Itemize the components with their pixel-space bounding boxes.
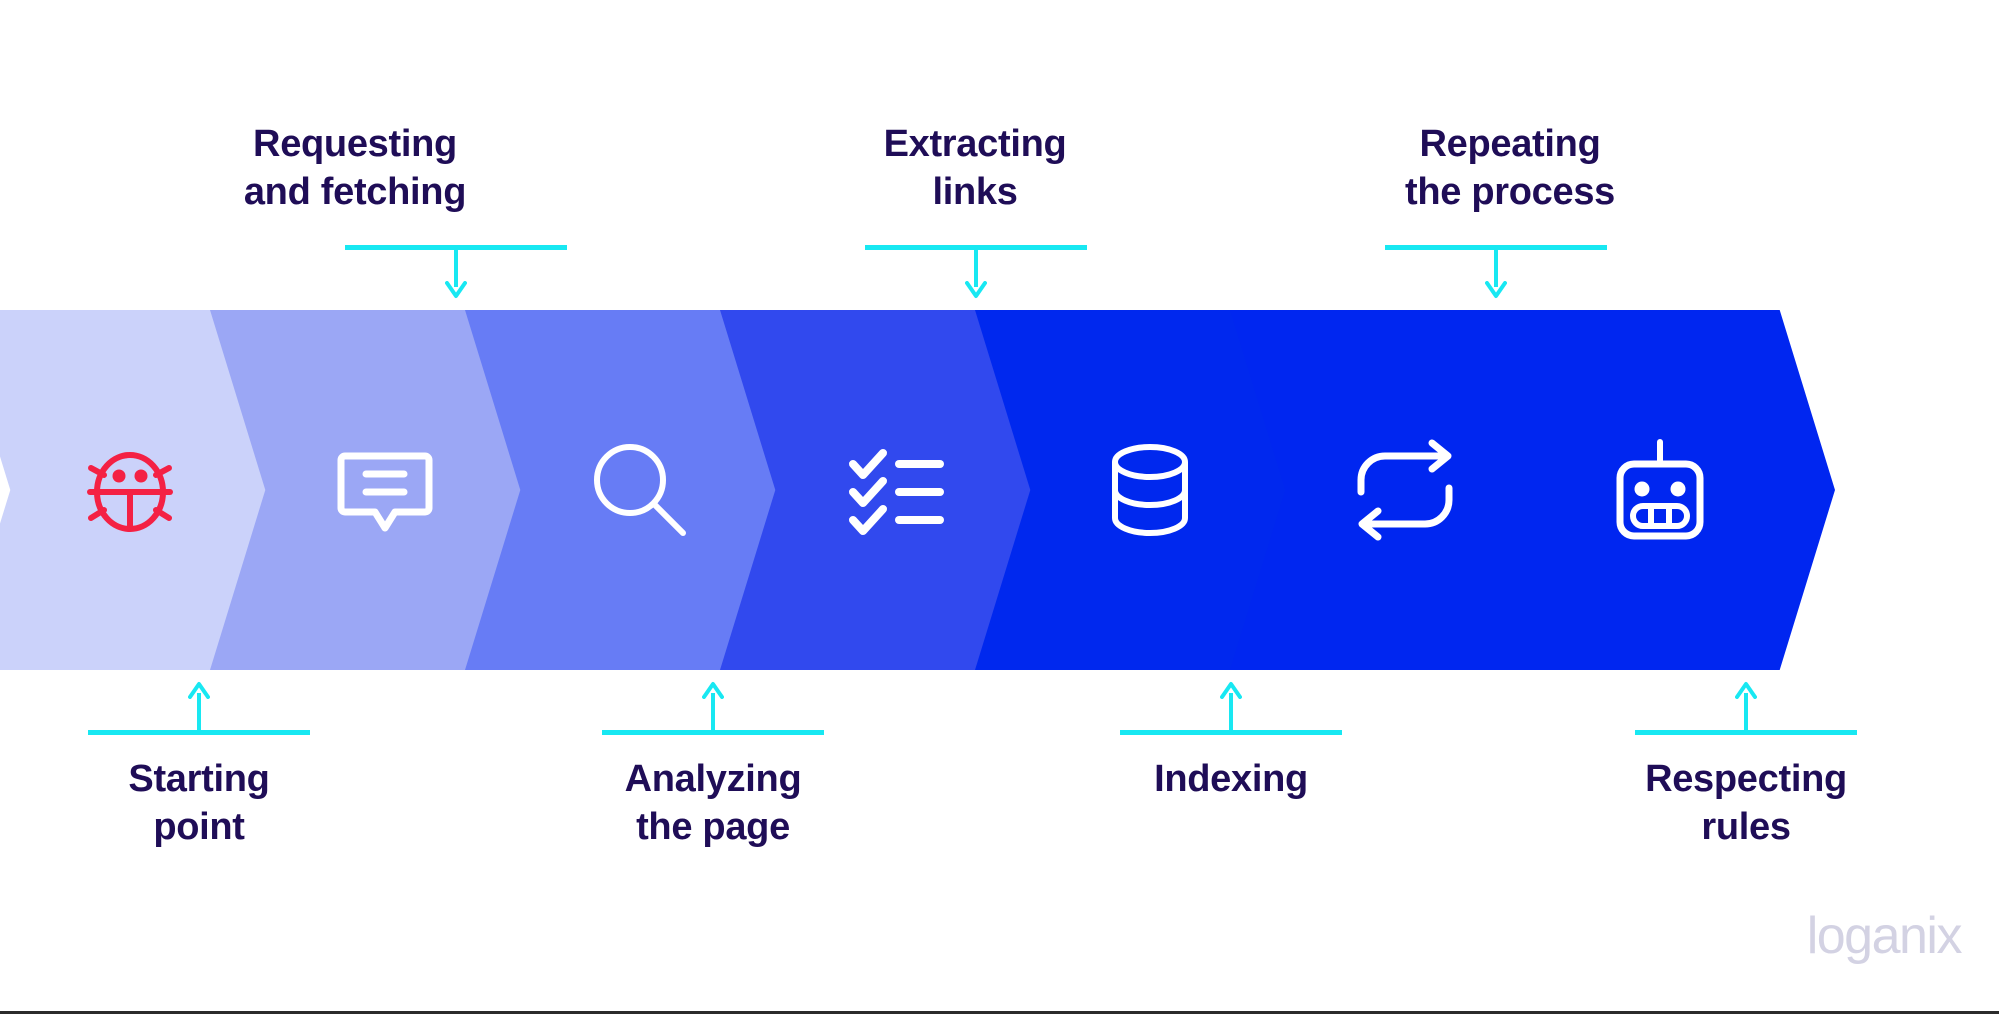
arrow-down-icon xyxy=(965,281,987,299)
step-label-respecting-rules: Respecting rules xyxy=(1645,758,1847,848)
connector-down-step-4 xyxy=(865,245,1087,305)
connector-down-step-2 xyxy=(345,245,567,305)
connector-up-step-7 xyxy=(1635,675,1857,735)
step-label-analyzing-the-page: Analyzing the page xyxy=(624,758,802,848)
step-label-indexing: Indexing xyxy=(1154,758,1308,800)
connector-stem xyxy=(1744,693,1748,735)
arrow-down-icon xyxy=(445,281,467,299)
arrow-up-icon xyxy=(702,681,724,699)
connector-stem xyxy=(1494,245,1498,287)
connector-up-step-5 xyxy=(1120,675,1342,735)
arrow-down-icon xyxy=(1485,281,1507,299)
arrow-up-icon xyxy=(188,681,210,699)
connector-up-step-1 xyxy=(88,675,310,735)
step-label-extracting-links: Extracting links xyxy=(883,123,1067,213)
connector-up-step-3 xyxy=(602,675,824,735)
chevron-step-7 xyxy=(1485,310,1835,670)
step-label-starting-point: Starting point xyxy=(128,758,270,848)
connector-stem xyxy=(711,693,715,735)
step-label-requesting-and-fetching: Requesting and fetching xyxy=(243,123,467,213)
arrow-up-icon xyxy=(1220,681,1242,699)
connector-stem xyxy=(974,245,978,287)
page-bottom-divider xyxy=(0,1011,1999,1014)
chevron-flow-band xyxy=(0,310,1999,670)
connector-down-step-6 xyxy=(1385,245,1607,305)
step-label-repeating-the-process: Repeating the process xyxy=(1404,123,1615,213)
arrow-up-icon xyxy=(1735,681,1757,699)
connector-stem xyxy=(454,245,458,287)
brand-logo: loganix xyxy=(1806,907,1963,965)
connector-stem xyxy=(197,693,201,735)
connector-stem xyxy=(1229,693,1233,735)
